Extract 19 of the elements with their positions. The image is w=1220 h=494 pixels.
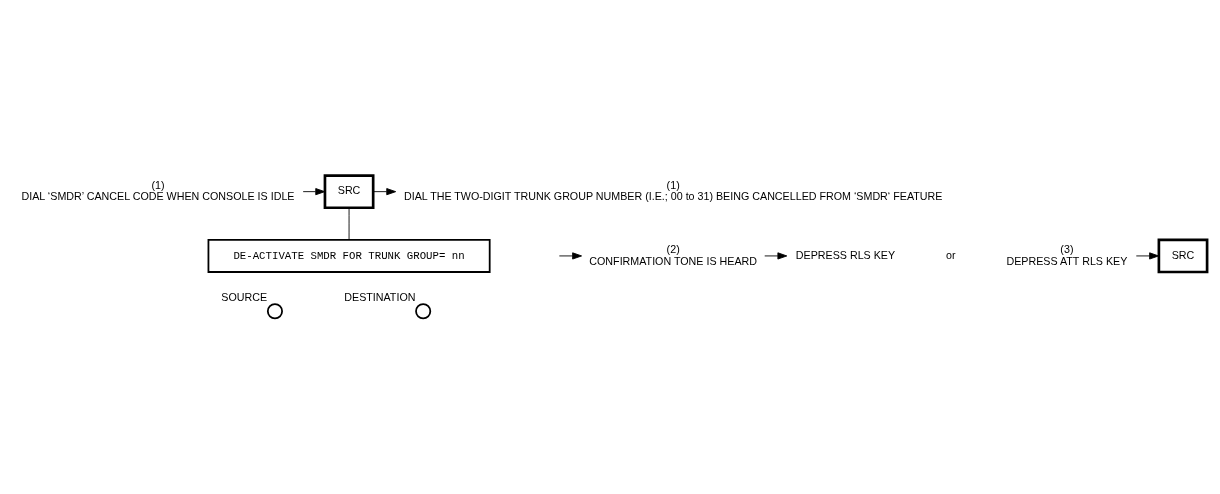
node-box: SRC — [323, 174, 375, 210]
node-circle — [415, 303, 432, 320]
arrow — [558, 252, 582, 260]
node-circle — [266, 303, 283, 320]
node-label: DESTINATION — [344, 291, 416, 304]
arrow — [302, 188, 326, 196]
connector — [348, 207, 350, 241]
node-text: (3) DEPRESS ATT RLS KEY — [1006, 242, 1128, 267]
node-box: SRC — [1157, 238, 1209, 274]
node-text: (1) DIAL THE TWO-DIGIT TRUNK GROUP NUMBER (I.E.; 00 to 31) BEING CANCELLED FROM ‘SMDR‘ FEATURE — [403, 178, 943, 203]
node-label: SOURCE — [221, 291, 268, 304]
arrow — [764, 252, 788, 260]
node-text: DEPRESS RLS KEY — [795, 248, 896, 261]
arrow — [1135, 252, 1159, 260]
node-box: DE-ACTIVATE SMDR FOR TRUNK GROUP= nn — [207, 238, 491, 273]
node-text: (1) DIAL ‘SMDR’ CANCEL CODE WHEN CONSOLE IS IDLE — [21, 178, 295, 203]
arrow — [373, 188, 397, 196]
label: or — [946, 248, 956, 261]
node-text: (2) CONFIRMATION TONE IS HEARD — [589, 242, 758, 267]
